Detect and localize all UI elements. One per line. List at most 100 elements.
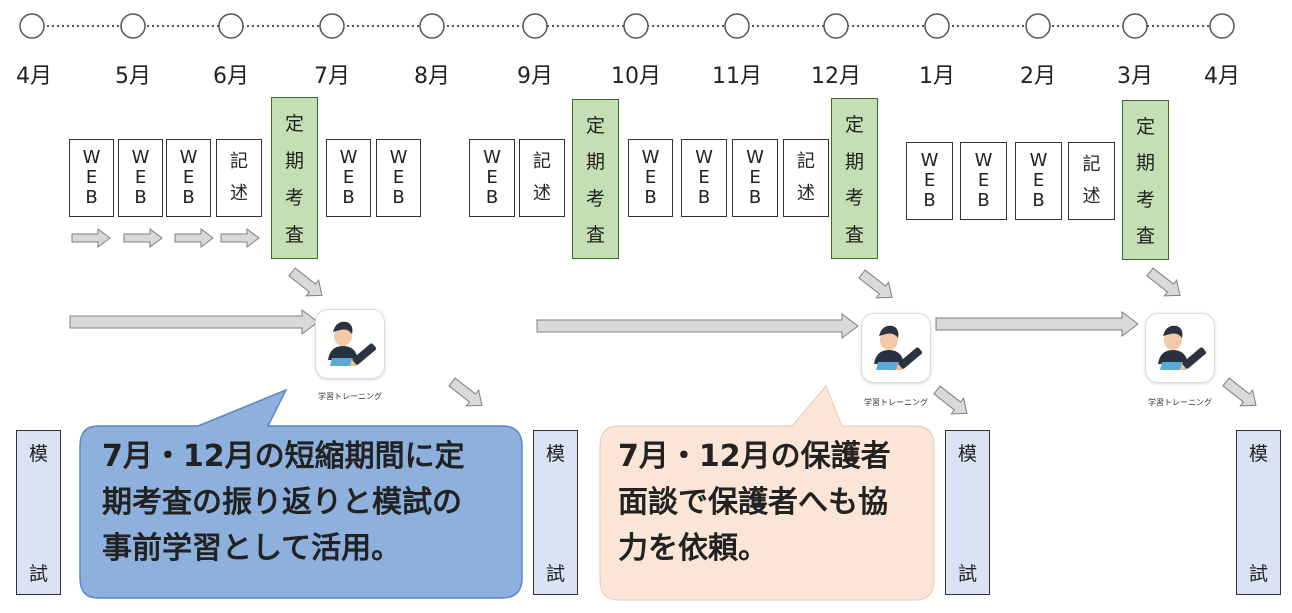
diagonal-arrow-icon — [933, 385, 968, 415]
app-label: 学習トレーニング — [318, 392, 382, 401]
web-letter: W — [746, 147, 764, 168]
step-arrow-icon — [123, 228, 163, 248]
web-letter: E — [182, 167, 195, 188]
teiki-char: 期 — [1135, 152, 1155, 175]
teiki-char: 期 — [585, 151, 605, 174]
month-label: 12月 — [811, 64, 861, 89]
long-arrow-icon — [69, 309, 319, 335]
web-letter: E — [486, 167, 498, 188]
teiki-char: 期 — [284, 150, 304, 172]
teiki-char: 定 — [1135, 115, 1155, 138]
web-letter: B — [923, 190, 936, 211]
moshi-char: 模 — [545, 443, 565, 465]
web-letter: B — [644, 187, 657, 208]
web-letter: W — [131, 147, 150, 168]
teiki-char: 査 — [585, 224, 605, 247]
month-label: 4月 — [16, 64, 52, 89]
web-letter: W — [695, 147, 713, 168]
teiki-char: 査 — [1135, 225, 1155, 248]
blue-callout-shape — [79, 388, 523, 599]
web-letter: W — [920, 150, 939, 171]
web-letter: E — [749, 167, 761, 188]
app-label: 学習トレーニング — [864, 398, 928, 407]
kijutsu-char: 述 — [1082, 186, 1101, 207]
moshi-box: 模試 — [16, 430, 61, 595]
kijutsu-char: 記 — [533, 151, 551, 172]
moshi-char: 模 — [957, 443, 977, 465]
teiki-char: 査 — [844, 224, 864, 247]
blue-callout-text: 7月・12月の短縮期間に定 期考査の振り返りと模試の 事前学習として活用。 — [102, 434, 465, 572]
kijutsu-box: 記述 — [519, 139, 565, 217]
long-arrow-icon — [935, 311, 1139, 337]
web-letter: E — [977, 170, 990, 191]
timeline-node — [823, 13, 849, 39]
web-letter: W — [641, 147, 660, 168]
study-app-icon — [862, 314, 930, 382]
teiki-kousa-box: 定期考査 — [1122, 100, 1169, 260]
step-arrow-icon — [174, 228, 214, 248]
web-letter: B — [977, 190, 990, 211]
teiki-kousa-box: 定期考査 — [831, 98, 878, 259]
kijutsu-char: 述 — [533, 183, 551, 204]
kijutsu-char: 述 — [797, 183, 815, 204]
timeline-track — [19, 13, 1235, 39]
teiki-char: 考 — [284, 187, 304, 209]
teiki-char: 期 — [844, 150, 864, 173]
study-app-icon — [316, 310, 384, 378]
callout-line: 事前学習として活用。 — [102, 531, 402, 566]
web-letter: E — [392, 167, 405, 188]
month-label: 7月 — [314, 64, 350, 89]
month-label: 4月 — [1204, 64, 1240, 89]
month-label: 2月 — [1020, 64, 1056, 89]
kijutsu-char: 記 — [230, 151, 248, 172]
web-letter: E — [85, 167, 98, 188]
month-label: 3月 — [1117, 64, 1153, 89]
month-label: 10月 — [611, 64, 661, 89]
web-letter: W — [389, 147, 408, 168]
timeline-node — [924, 13, 950, 39]
teiki-char: 定 — [844, 113, 864, 136]
month-label: 6月 — [213, 64, 249, 89]
teiki-kousa-box: 定期考査 — [271, 97, 318, 259]
web-letter: E — [134, 167, 147, 188]
web-letter: E — [644, 167, 657, 188]
web-letter: E — [1032, 170, 1045, 191]
diagonal-arrow-icon — [1222, 377, 1257, 407]
web-letter: B — [392, 187, 405, 208]
moshi-char: 試 — [28, 563, 48, 585]
long-arrow-icon — [536, 313, 859, 339]
month-label: 9月 — [517, 64, 553, 89]
callout-line: 力を依頼。 — [618, 531, 768, 566]
teiki-char: 考 — [1135, 188, 1155, 211]
web-letter: W — [82, 147, 101, 168]
timeline-node — [623, 13, 649, 39]
timeline-node — [522, 13, 548, 39]
teiki-char: 定 — [585, 114, 605, 137]
diagonal-arrow-icon — [448, 377, 483, 407]
teiki-char: 査 — [284, 224, 304, 246]
step-arrow-icon — [220, 228, 260, 248]
web-letter: B — [748, 187, 762, 208]
study-app-icon — [1146, 314, 1214, 382]
moshi-char: 試 — [545, 563, 565, 585]
kijutsu-char: 述 — [230, 183, 248, 204]
timeline-node — [19, 13, 45, 39]
web-letter: B — [85, 187, 98, 208]
timeline-node — [1209, 13, 1235, 39]
student-writing-icon — [1158, 325, 1207, 371]
student-writing-icon — [874, 325, 923, 371]
month-label: 11月 — [712, 64, 762, 89]
web-letter: B — [342, 187, 355, 208]
teiki-char: 考 — [585, 187, 605, 210]
web-letter: E — [342, 167, 355, 188]
web-letter: W — [483, 147, 501, 168]
timeline-node — [319, 13, 345, 39]
diagonal-arrow-icon — [858, 269, 893, 299]
timeline-node — [120, 13, 146, 39]
